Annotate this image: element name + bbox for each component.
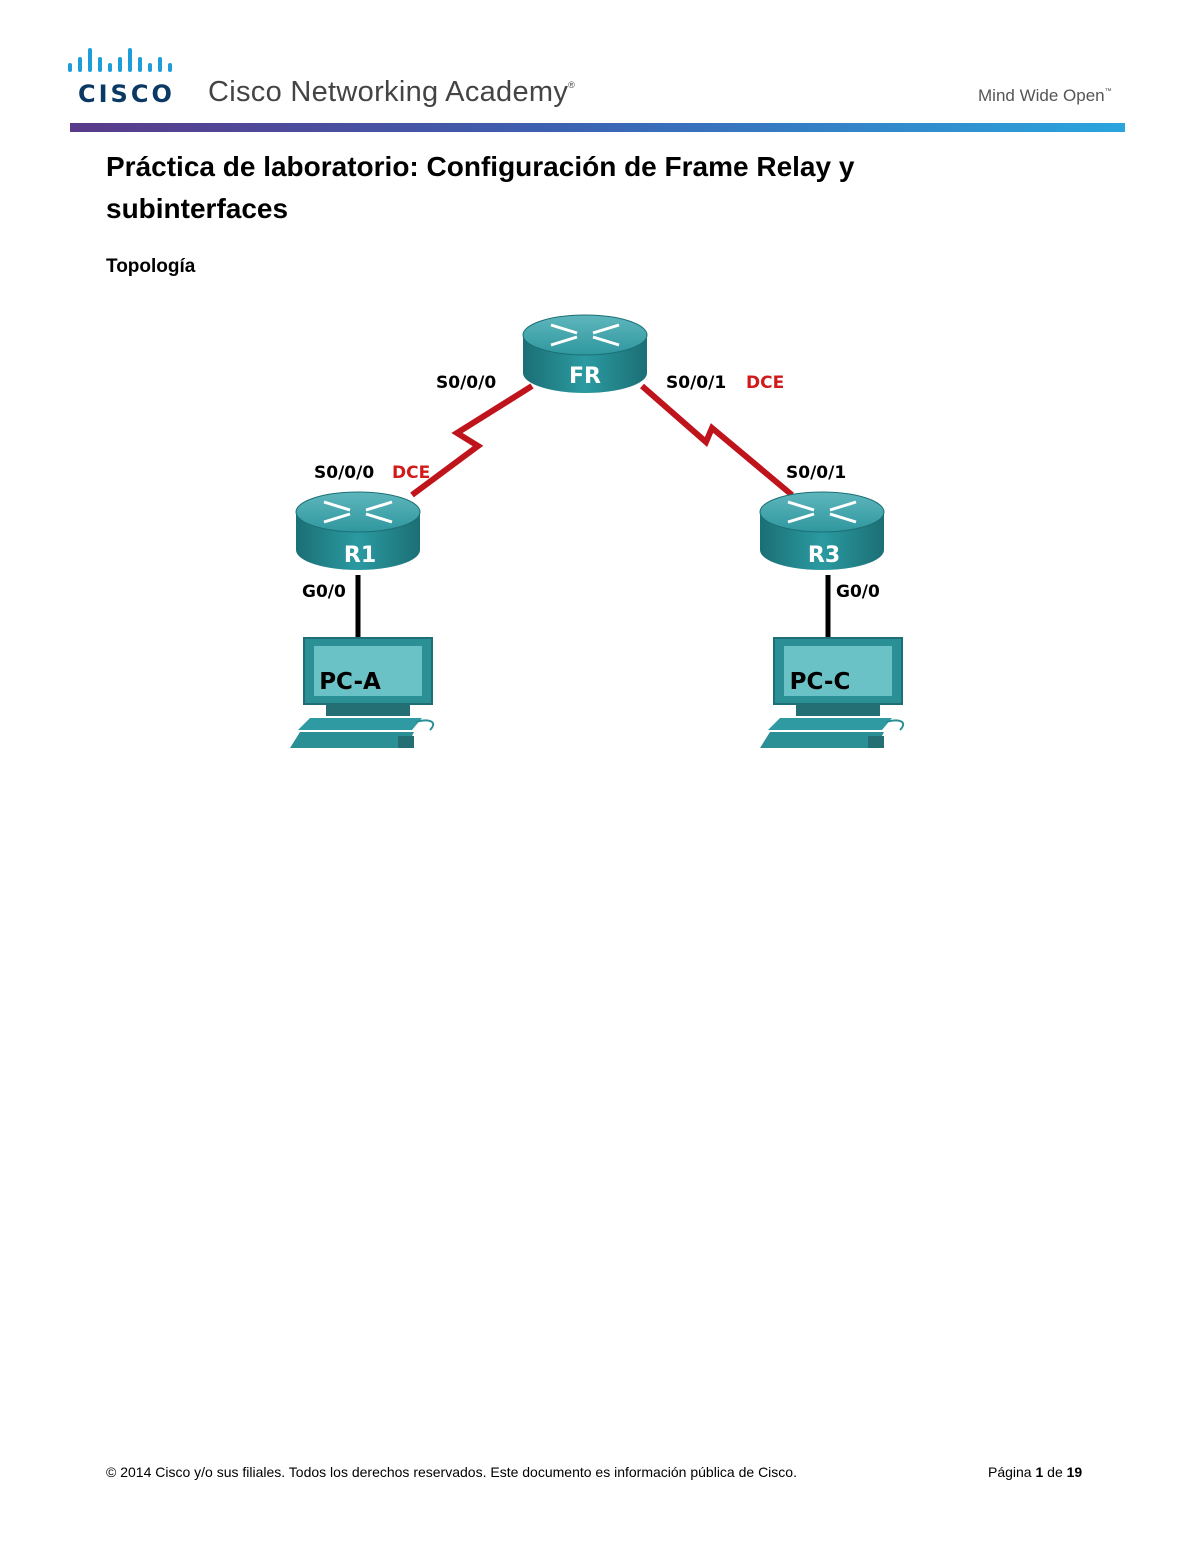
page-word: Página xyxy=(988,1464,1032,1480)
academy-name: Cisco Networking Academy xyxy=(208,76,569,108)
router-r3-icon xyxy=(759,491,885,570)
tagline: Mind Wide Open™ xyxy=(978,86,1112,106)
academy-title: Cisco Networking Academy® xyxy=(208,76,575,109)
header-gradient-bar xyxy=(70,123,1125,132)
router-r1-icon xyxy=(295,491,421,570)
serial-link-fr-r1 xyxy=(410,383,534,498)
cisco-logo-word: CISCO xyxy=(78,80,175,108)
page-current: 1 xyxy=(1035,1464,1044,1480)
tagline-text: Mind Wide Open xyxy=(978,86,1105,105)
router-fr-label: FR xyxy=(569,364,601,389)
page-of: de xyxy=(1047,1464,1063,1480)
cisco-logo-bars xyxy=(68,48,172,72)
router-r3-label: R3 xyxy=(808,543,840,568)
page-total: 19 xyxy=(1066,1464,1083,1480)
r1-g00-label: G0/0 xyxy=(302,582,346,602)
r1-s000-label: S0/0/0 xyxy=(314,463,374,483)
footer-page-number: Página 1 de 19 xyxy=(988,1464,1082,1480)
pc-c-label: PC-C xyxy=(790,669,851,695)
fr-dce-label: DCE xyxy=(746,373,784,393)
r3-s001-label: S0/0/1 xyxy=(786,463,846,483)
serial-link-fr-r3 xyxy=(640,383,794,498)
fr-s001-label: S0/0/1 xyxy=(666,373,726,393)
pc-a-icon xyxy=(290,637,435,748)
document-title: Práctica de laboratorio: Configuración d… xyxy=(106,151,855,224)
router-r1-label: R1 xyxy=(344,543,376,568)
topology-diagram: FR R1 R3 PC-A xyxy=(290,314,905,748)
tagline-trademark: ™ xyxy=(1104,88,1112,95)
section-heading-topology: Topología xyxy=(106,256,196,277)
pc-a-label: PC-A xyxy=(319,669,381,695)
fr-s000-label: S0/0/0 xyxy=(436,373,496,393)
r1-dce-label: DCE xyxy=(392,463,430,483)
academy-trademark: ® xyxy=(568,80,576,90)
router-fr-icon xyxy=(522,314,648,393)
r3-g00-label: G0/0 xyxy=(836,582,880,602)
footer-copyright: © 2014 Cisco y/o sus filiales. Todos los… xyxy=(106,1464,797,1480)
pc-c-icon xyxy=(760,637,905,748)
